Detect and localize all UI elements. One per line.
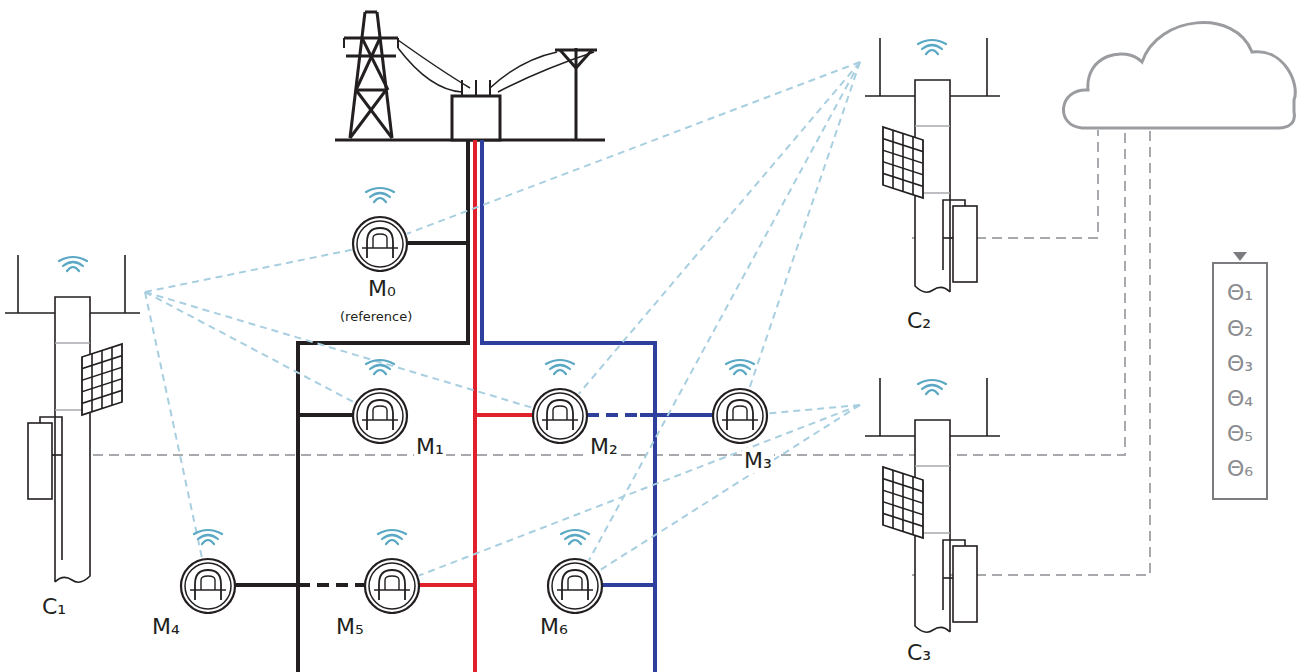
transformer — [452, 80, 500, 140]
wireless-link — [589, 62, 860, 561]
wireless-link — [749, 62, 860, 389]
wireless-symbol — [561, 530, 589, 544]
wireless-link — [145, 292, 532, 408]
meter-label: M₄ — [150, 614, 182, 639]
parameter-name: Θ₅ — [1227, 416, 1253, 451]
pole-drawing — [0, 255, 145, 590]
wireless-symbol — [546, 360, 574, 374]
reference-note: (reference) — [338, 310, 414, 325]
collector-label: C₁ — [40, 594, 68, 619]
pole-drawing — [860, 378, 1005, 640]
wireless-symbol — [194, 530, 222, 544]
wireless-link — [145, 250, 352, 292]
parameter-name: Θ₃ — [1227, 346, 1253, 381]
parameter-name: Θ₂ — [1227, 311, 1253, 346]
collector-pole: C₂ — [860, 38, 1005, 300]
wireless-symbol — [366, 360, 394, 374]
wireless-symbol — [378, 530, 406, 544]
smart-meter: M₃ — [708, 358, 772, 444]
parameter-name: Θ₄ — [1227, 381, 1253, 416]
meter-icon — [543, 528, 607, 614]
smart-meter: M₅ — [360, 528, 424, 614]
wireless-link — [145, 292, 354, 402]
wireless-symbol — [918, 40, 946, 54]
wireless-symbol — [59, 257, 87, 271]
cloud — [1063, 23, 1295, 128]
wireless-symbol — [366, 188, 394, 202]
wireless-symbol — [726, 360, 754, 374]
wireless-link — [419, 405, 860, 576]
wireless-link — [579, 62, 860, 394]
collector-pole: C₁ — [0, 255, 145, 590]
meter-label: M₃ — [742, 448, 774, 473]
wireless-link — [145, 292, 202, 558]
smart-meter: M₄ — [176, 528, 240, 614]
parameter-name: Θ₁ — [1227, 275, 1253, 310]
solar-panel — [883, 467, 923, 538]
meter-label: M₁ — [414, 434, 446, 459]
smart-meter: M₁ — [348, 358, 412, 444]
meter-label: M₂ — [588, 434, 620, 459]
meter-icon — [348, 358, 412, 444]
solar-panel — [883, 127, 923, 198]
collector-label: C₂ — [905, 308, 933, 333]
meter-icon — [528, 358, 592, 444]
meter-label: M₆ — [538, 614, 570, 639]
meter-icon — [360, 528, 424, 614]
overhead-wires — [398, 40, 594, 92]
solar-panel — [82, 344, 122, 415]
wireless-link — [407, 62, 860, 234]
meter-icon — [348, 186, 412, 272]
wireless-symbol — [918, 380, 946, 394]
parameter-list: Θ₁Θ₂Θ₃Θ₄Θ₅Θ₆ — [1212, 262, 1268, 500]
smart-meter: M₀(reference) — [348, 186, 412, 272]
collector-label: C₃ — [905, 640, 933, 665]
meter-icon — [176, 528, 240, 614]
meter-label: M₅ — [334, 614, 366, 639]
collector-pole: C₃ — [860, 378, 1005, 640]
transmission-tower — [335, 12, 605, 140]
parameter-name: Θ₆ — [1227, 451, 1253, 486]
distribution-pole — [555, 48, 597, 140]
list-marker — [1233, 252, 1247, 261]
phase-wires — [236, 140, 714, 672]
smart-meter: M₆ — [543, 528, 607, 614]
smart-meter: M₂ — [528, 358, 592, 444]
pole-drawing — [860, 38, 1005, 300]
backhaul-lines — [45, 130, 1150, 575]
wireless-link — [769, 405, 860, 413]
meter-icon — [708, 358, 772, 444]
meter-label: M₀ — [366, 276, 398, 301]
